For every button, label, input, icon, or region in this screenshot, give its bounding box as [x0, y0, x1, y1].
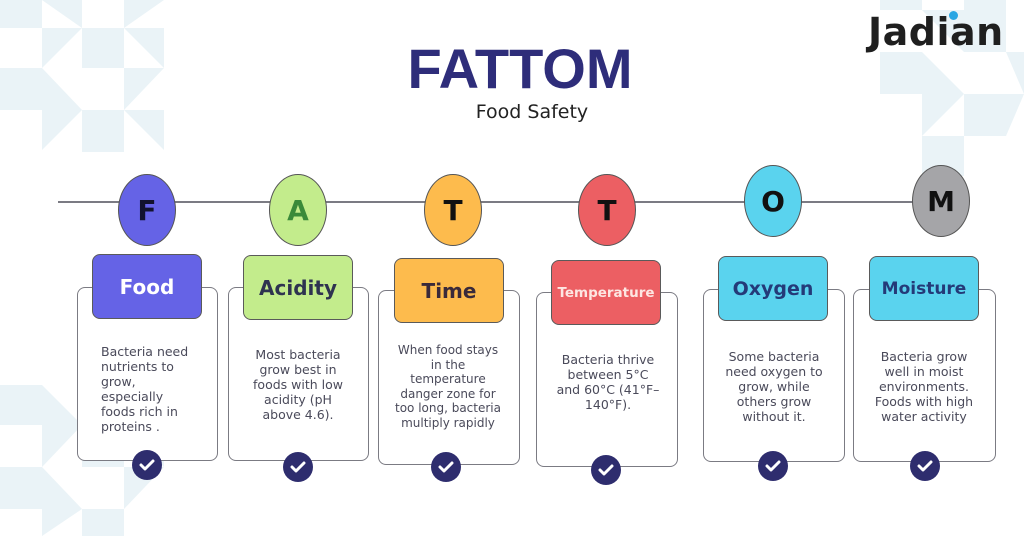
- label-moisture: Moisture: [869, 256, 979, 321]
- label-time: Time: [394, 258, 504, 323]
- letter-o: O: [761, 184, 785, 218]
- page-title: FATTOM: [407, 37, 633, 100]
- letter-circle-m: M: [912, 165, 970, 237]
- letter-t: T: [597, 193, 617, 227]
- letter-m: M: [927, 184, 955, 218]
- timeline-line: [58, 201, 966, 203]
- check-icon: [132, 450, 162, 480]
- check-icon: [283, 452, 313, 482]
- letter-circle-f: F: [118, 174, 176, 246]
- label-temperature: Temperature: [551, 260, 661, 325]
- description-acidity: Most bacteria grow best in foods with lo…: [253, 347, 343, 422]
- label-oxygen: Oxygen: [718, 256, 828, 321]
- page-subtitle: Food Safety: [475, 101, 589, 123]
- label-time-text: Time: [421, 278, 477, 303]
- label-oxygen-text: Oxygen: [732, 277, 814, 300]
- letter-circle-o: O: [744, 165, 802, 237]
- label-food-text: Food: [119, 274, 175, 299]
- description-moisture: Bacteria grow well in moist environments…: [874, 349, 974, 424]
- letter-circle-t-time: T: [424, 174, 482, 246]
- check-icon: [758, 451, 788, 481]
- letter-f: F: [137, 193, 157, 227]
- description-food: Bacteria need nutrients to grow, especia…: [101, 344, 189, 434]
- brand-logo: Jadian: [868, 10, 1004, 54]
- letter-circle-a: A: [269, 174, 327, 246]
- label-acidity-text: Acidity: [259, 275, 337, 300]
- label-food: Food: [92, 254, 202, 319]
- description-time: When food stays in the temperature dange…: [394, 343, 501, 430]
- check-icon: [591, 455, 621, 485]
- background-pattern-top-right: [880, 0, 1024, 176]
- letter-a: A: [287, 193, 309, 227]
- background-pattern-top-left: [0, 0, 164, 152]
- letter-t: T: [443, 193, 463, 227]
- check-icon: [431, 452, 461, 482]
- logo-dot-icon: [949, 11, 958, 20]
- label-temperature-text: Temperature: [557, 284, 655, 301]
- letter-circle-t-temperature: T: [578, 174, 636, 246]
- label-moisture-text: Moisture: [881, 278, 967, 299]
- label-acidity: Acidity: [243, 255, 353, 320]
- description-oxygen: Some bacteria need oxygen to grow, while…: [725, 349, 823, 424]
- description-temperature: Bacteria thrive between 5°C and 60°C (41…: [556, 352, 660, 412]
- check-icon: [910, 451, 940, 481]
